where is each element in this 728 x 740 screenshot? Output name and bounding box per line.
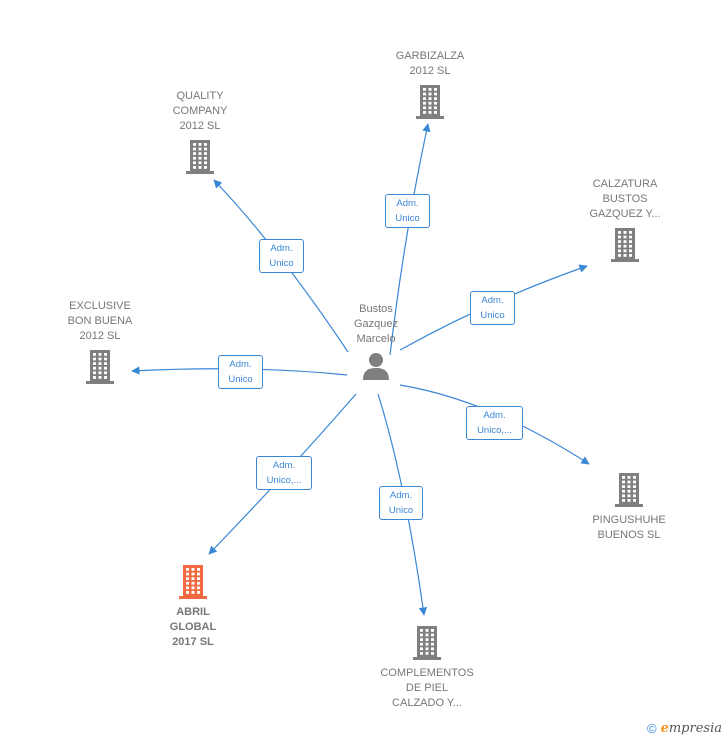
building-icon <box>416 85 444 119</box>
copyright-symbol: © <box>646 721 657 736</box>
edge-label-abril[interactable]: Adm. Unico,... <box>256 456 312 490</box>
company-name: PINGUSHUHE BUENOS SL <box>592 514 666 541</box>
building-icon <box>615 473 643 507</box>
edge-label-exclusive[interactable]: Adm. Unico <box>218 355 263 389</box>
edge-label-calzatura[interactable]: Adm. Unico <box>470 291 515 325</box>
company-name: GARBIZALZA 2012 SL <box>395 50 465 77</box>
company-node-abril[interactable]: ABRIL GLOBAL 2017 SL <box>143 563 243 650</box>
company-node-pingushuhe[interactable]: PINGUSHUHE BUENOS SL <box>574 471 684 543</box>
edge-label-complementos[interactable]: Adm. Unico <box>379 486 423 520</box>
company-name: CALZATURA BUSTOS GAZQUEZ Y... <box>589 178 661 220</box>
company-name: ABRIL GLOBAL 2017 SL <box>169 606 217 648</box>
edge-line-garbizalza <box>389 123 431 356</box>
company-node-calzatura[interactable]: CALZATURA BUSTOS GAZQUEZ Y... <box>573 177 677 262</box>
person-icon <box>363 353 389 380</box>
company-node-complementos[interactable]: COMPLEMENTOS DE PIEL CALZADO Y... <box>366 624 488 711</box>
building-icon <box>179 565 207 599</box>
building-icon <box>413 626 441 660</box>
company-name: COMPLEMENTOS DE PIEL CALZADO Y... <box>380 667 474 709</box>
building-icon <box>186 140 214 174</box>
center-person-node[interactable]: Bustos Gazquez Marcelo <box>336 302 416 381</box>
company-name: QUALITY COMPANY 2012 SL <box>172 90 228 132</box>
edge-label-quality[interactable]: Adm. Unico <box>259 239 304 273</box>
company-name: EXCLUSIVE BON BUENA 2012 SL <box>67 300 133 342</box>
person-name: Bustos Gazquez Marcelo <box>353 303 399 345</box>
company-node-exclusive[interactable]: EXCLUSIVE BON BUENA 2012 SL <box>48 299 152 384</box>
building-icon <box>611 228 639 262</box>
edge-label-garbizalza[interactable]: Adm. Unico <box>385 194 430 228</box>
building-icon <box>86 350 114 384</box>
company-node-garbizalza[interactable]: GARBIZALZA 2012 SL <box>380 49 480 119</box>
edge-label-pingushuhe[interactable]: Adm. Unico,... <box>466 406 523 440</box>
footer-brand: © empresia <box>647 721 722 736</box>
company-node-quality[interactable]: QUALITY COMPANY 2012 SL <box>150 89 250 174</box>
brand-logo: empresia <box>660 721 722 736</box>
